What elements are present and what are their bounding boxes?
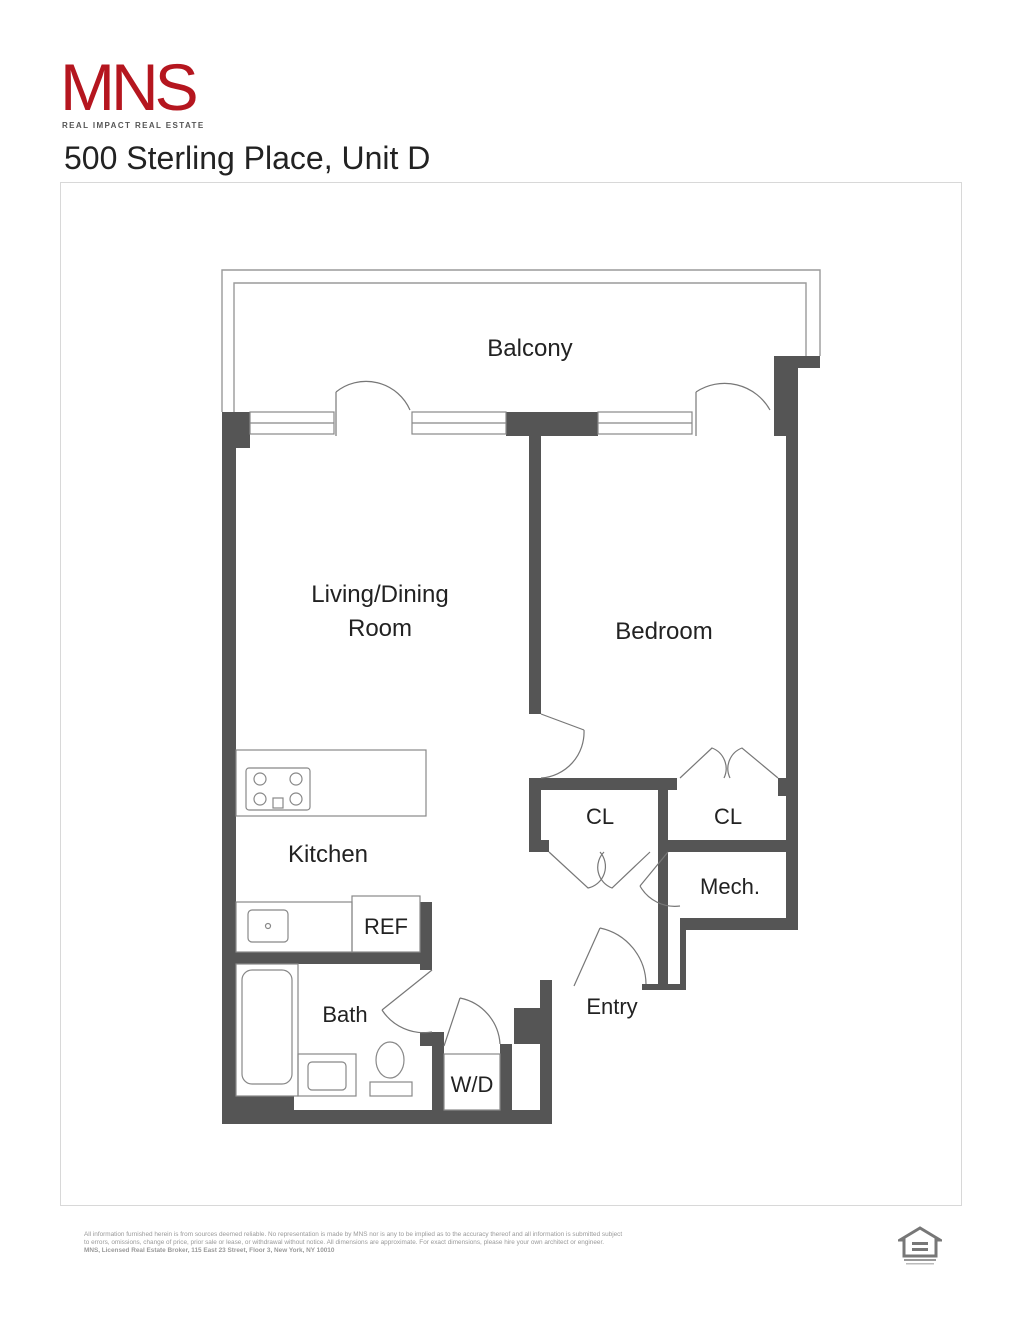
room-label-closet-2: CL (713, 804, 743, 829)
disclaimer-line-2: to errors, omissions, change of price, p… (84, 1239, 605, 1246)
room-label-kitchen: Kitchen (287, 841, 369, 868)
room-label-closet-1: CL (585, 804, 615, 829)
listing-address: 500 Sterling Place, Unit D (64, 140, 431, 176)
room-label-bath: Bath (322, 1002, 368, 1027)
room-label-mech: Mech. (700, 874, 760, 899)
disclaimer: All information furnished herein is from… (84, 1231, 874, 1255)
walls (222, 356, 820, 1124)
bath-fixtures (235, 963, 501, 1111)
balcony-outline (221, 269, 821, 412)
room-label-entry: Entry (586, 994, 638, 1019)
logo-tagline: REAL IMPACT REAL ESTATE (62, 121, 205, 130)
floorplan-frame (60, 182, 962, 1206)
kitchen-fixtures (235, 749, 427, 953)
disclaimer-line-3: MNS, Licensed Real Estate Broker, 115 Ea… (84, 1247, 335, 1254)
logo-text: MNS (60, 50, 199, 124)
fixture-label-ref: REF (364, 914, 408, 939)
door-swings (335, 380, 779, 1047)
mns-logo: MNS REAL IMPACT REAL ESTATE (60, 50, 205, 130)
room-label-bedroom: Bedroom (615, 618, 713, 645)
room-label-balcony: Balcony (487, 335, 573, 362)
fixture-label-wd: W/D (450, 1072, 494, 1097)
disclaimer-line-1: All information furnished herein is from… (84, 1231, 623, 1238)
room-label-living-dining-line2: Room (347, 615, 413, 642)
windows (249, 411, 693, 435)
equal-housing-opportunity-icon (898, 1226, 942, 1265)
room-label-living-dining-line1: Living/Dining (311, 581, 449, 608)
